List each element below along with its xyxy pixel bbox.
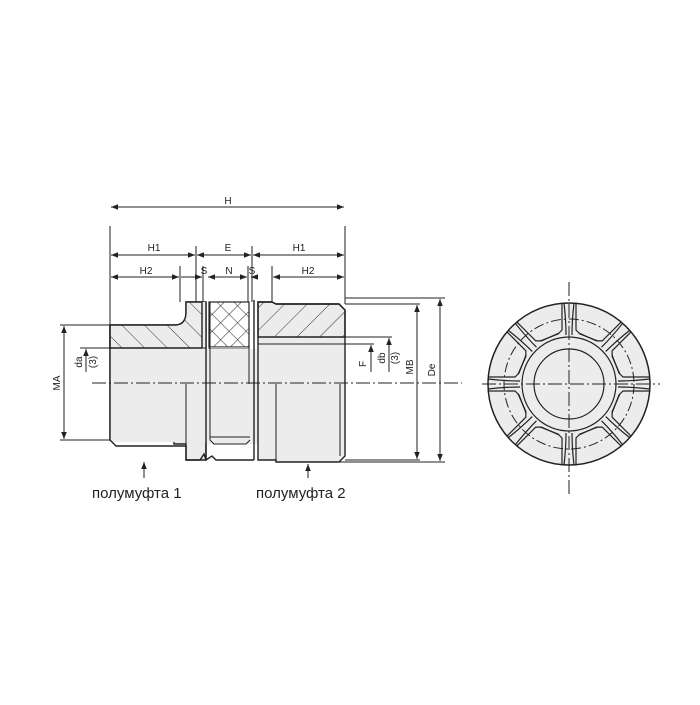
dim-S-left: S	[201, 266, 208, 277]
dim-De: De	[427, 363, 438, 376]
side-view: H H1 E H1 H2 S N S H2 MA da (3) F db (3)…	[52, 196, 462, 502]
dim-H: H	[224, 196, 231, 207]
dim-db: db	[377, 352, 388, 364]
dim-MB: MB	[405, 359, 416, 374]
dim-da: da	[74, 356, 85, 368]
dim-H1-right: H1	[293, 243, 306, 254]
dim-E: E	[225, 243, 232, 254]
dim-S-right: S	[249, 266, 256, 277]
half1-section-hatch	[109, 301, 203, 349]
dim-F: F	[358, 361, 369, 367]
spider-section	[208, 301, 250, 348]
dim-db-note: (3)	[390, 352, 401, 364]
caption-half2: полумуфта 2	[256, 485, 346, 502]
dim-H2-right: H2	[302, 266, 315, 277]
dim-H1-left: H1	[148, 243, 161, 254]
dim-N: N	[225, 266, 232, 277]
half2-section-hatch	[257, 301, 346, 338]
dim-da-note: (3)	[88, 356, 99, 368]
end-view	[482, 282, 660, 494]
caption-half1: полумуфта 1	[92, 485, 182, 502]
dim-MA: MA	[52, 375, 63, 390]
dim-H2-left: H2	[140, 266, 153, 277]
